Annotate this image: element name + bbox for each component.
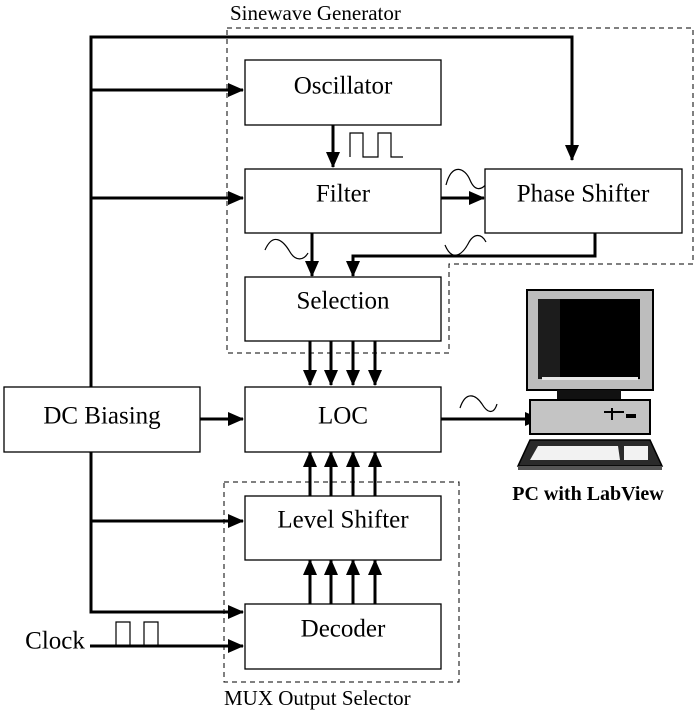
sine-wave-icon [444, 234, 487, 256]
bias-to-decoder-wire [89, 452, 244, 619]
filter-block: Filter [244, 168, 442, 234]
bias-to-phase-shifter-wire [89, 35, 579, 387]
mux-output-selector-group [223, 481, 460, 683]
sinewave-generator-label: Sinewave Generator [230, 1, 401, 25]
sinewave-generator-group [226, 27, 694, 354]
decoder-block: Decoder [244, 603, 442, 670]
clock-label: Clock [25, 628, 85, 655]
dc-biasing-label: DC Biasing [43, 403, 161, 430]
mux-output-selector-label: MUX Output Selector [224, 686, 411, 710]
decoder-label: Decoder [301, 616, 386, 643]
loc-label: LOC [318, 403, 368, 430]
square-wave-icon [115, 621, 170, 647]
phase-shifter-block: Phase Shifter [484, 168, 683, 234]
dc-biasing-block: DC Biasing [3, 386, 201, 453]
oscillator-block: Oscillator [244, 59, 442, 126]
pc-label: PC with LabView [512, 483, 664, 505]
sine-wave-icon [459, 395, 498, 413]
oscillator-label: Oscillator [294, 73, 393, 100]
phase-shifter-to-selection-wire [346, 233, 597, 277]
selection-block: Selection [244, 276, 442, 342]
loc-block: LOC [244, 386, 442, 453]
selection-label: Selection [296, 288, 390, 315]
level-shifter-block: Level Shifter [244, 495, 442, 561]
sine-wave-icon [445, 168, 488, 190]
sine-wave-icon [264, 238, 309, 260]
square-wave-icon [349, 132, 403, 158]
level-shifter-label: Level Shifter [277, 507, 409, 534]
filter-label: Filter [316, 181, 371, 208]
phase-shifter-label: Phase Shifter [517, 181, 650, 208]
pc-computer-icon [516, 289, 664, 470]
